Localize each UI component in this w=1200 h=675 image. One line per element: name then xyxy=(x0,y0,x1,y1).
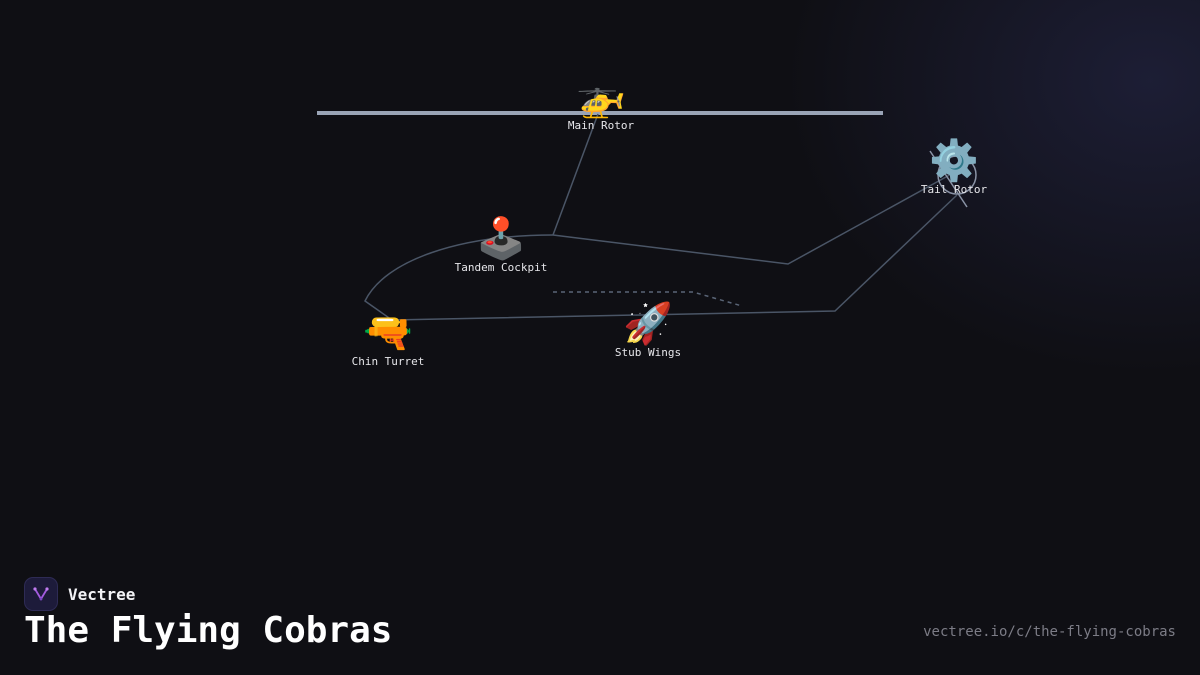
node-stub-wings[interactable]: 🚀 Stub Wings xyxy=(615,302,681,359)
helicopter-icon: 🚁 xyxy=(576,74,626,120)
brand[interactable]: Vectree xyxy=(24,577,135,611)
node-label: Stub Wings xyxy=(614,346,682,359)
node-main-rotor[interactable]: 🚁 Main Rotor xyxy=(568,75,634,132)
edge-cockpit-to-tail xyxy=(552,171,956,265)
vectree-logo-icon xyxy=(24,577,58,611)
edge-stub-wings-dashed xyxy=(553,291,743,307)
node-label: Tandem Cockpit xyxy=(454,261,548,274)
share-url[interactable]: vectree.io/c/the-flying-cobras xyxy=(923,624,1176,640)
brand-name: Vectree xyxy=(68,584,136,604)
edge-cockpit-to-turret xyxy=(364,234,554,321)
water-pistol-icon: 🔫 xyxy=(363,310,413,356)
page-title: The Flying Cobras xyxy=(24,610,393,651)
rocket-icon: 🚀 xyxy=(623,301,673,347)
tail-rotor-disc xyxy=(929,150,977,208)
node-tail-rotor[interactable]: ⚙️ Tail Rotor xyxy=(921,139,987,196)
edge-rotor-to-cockpit xyxy=(552,113,599,236)
edge-turret-to-tail xyxy=(391,194,958,321)
node-label: Tail Rotor xyxy=(920,183,988,196)
gear-icon: ⚙️ xyxy=(929,138,979,184)
joystick-icon: 🕹️ xyxy=(476,216,526,262)
node-label: Chin Turret xyxy=(351,355,425,368)
node-label: Main Rotor xyxy=(567,119,635,132)
node-tandem-cockpit[interactable]: 🕹️ Tandem Cockpit xyxy=(455,217,548,274)
node-chin-turret[interactable]: 🔫 Chin Turret xyxy=(352,311,425,368)
